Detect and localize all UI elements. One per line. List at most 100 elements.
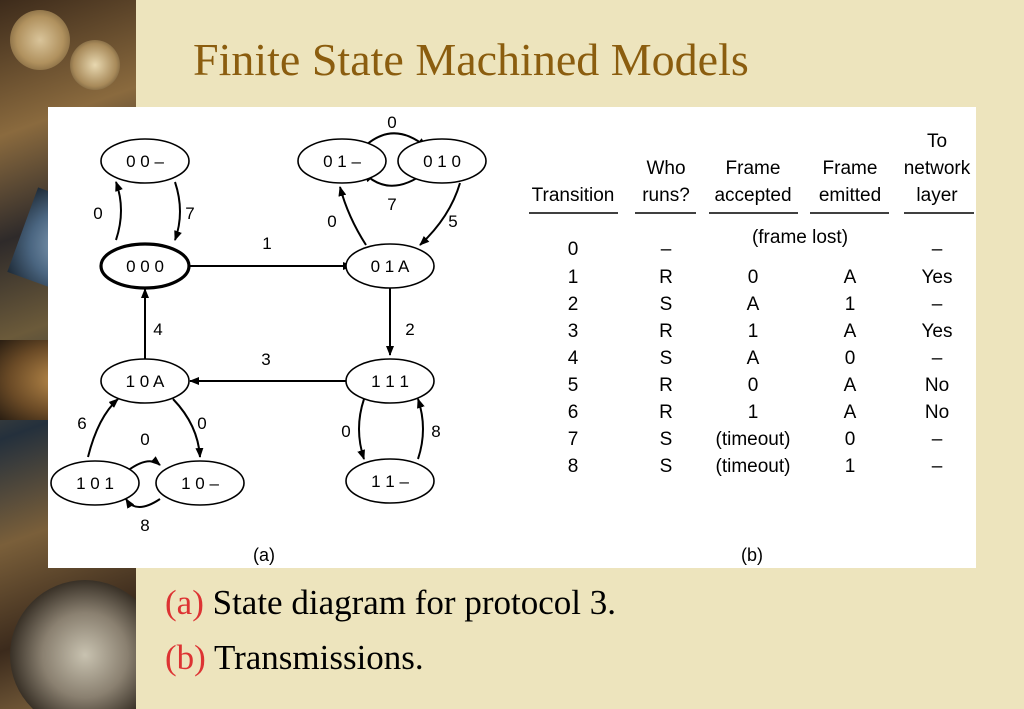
svg-text:No: No — [925, 402, 949, 423]
svg-text:Yes: Yes — [922, 321, 953, 342]
state-01d-label: 0 1 – — [323, 152, 361, 171]
caption-a: (a) State diagram for protocol 3. — [165, 583, 616, 623]
state-111: 1 1 1 — [345, 358, 435, 404]
svg-text:–: – — [661, 239, 672, 260]
svg-text:7: 7 — [568, 429, 579, 450]
svg-text:0: 0 — [568, 239, 579, 260]
svg-text:A: A — [844, 402, 857, 423]
figure-panel: 0 0 – 0 0 0 0 1 – 0 1 0 0 1 A 1 1 1 — [48, 107, 976, 568]
edge-label: 8 — [140, 516, 149, 535]
state-01A: 0 1 A — [345, 243, 435, 289]
svg-text:1: 1 — [845, 294, 856, 315]
edge-101-to-10A — [87, 398, 119, 458]
header-emitted: emitted — [819, 185, 881, 206]
svg-text:–: – — [932, 429, 943, 450]
state-010-label: 0 1 0 — [423, 152, 461, 171]
svg-text:A: A — [844, 321, 857, 342]
edge-label: 0 — [327, 212, 336, 231]
figure-svg: 0 0 – 0 0 0 0 1 – 0 1 0 0 1 A 1 1 1 — [50, 113, 974, 565]
table-row: 6 R 1 A No — [568, 402, 949, 423]
edge-00d-to-000 — [174, 181, 182, 241]
state-00d: 0 0 – — [100, 138, 190, 184]
caption-a-label: (a) — [165, 583, 204, 622]
svg-text:–: – — [932, 456, 943, 477]
edge-000-to-00d — [115, 181, 123, 241]
state-01A-label: 0 1 A — [371, 257, 410, 276]
slide-title: Finite State Machined Models — [193, 34, 749, 85]
edge-10A-to-10d — [172, 398, 204, 458]
svg-text:1: 1 — [748, 402, 759, 423]
state-000: 0 0 0 — [99, 242, 191, 290]
edge-111-to-11d — [357, 398, 365, 460]
table-row: 5 R 0 A No — [568, 375, 949, 396]
state-10d: 1 0 – — [155, 460, 245, 506]
svg-text:0: 0 — [845, 429, 856, 450]
state-10d-label: 1 0 – — [181, 474, 219, 493]
svg-text:–: – — [932, 348, 943, 369]
compass-ornament — [10, 580, 136, 709]
edge-label: 0 — [93, 204, 102, 223]
table-header: Transition Who runs? Frame accepted Fram… — [532, 131, 971, 206]
svg-text:–: – — [932, 294, 943, 315]
state-00d-label: 0 0 – — [126, 152, 164, 171]
state-101-label: 1 0 1 — [76, 474, 114, 493]
edge-label: 0 — [387, 113, 396, 132]
edge-label: 7 — [185, 204, 194, 223]
state-111-label: 1 1 1 — [371, 372, 409, 391]
edge-11d-to-111 — [417, 398, 425, 460]
svg-text:2: 2 — [568, 294, 579, 315]
table-row: 0 – (frame lost) – — [568, 227, 943, 260]
svg-text:A: A — [747, 294, 760, 315]
diagram-edges — [87, 132, 461, 509]
header-frame: Frame — [726, 158, 781, 179]
svg-text:0: 0 — [748, 375, 759, 396]
edge-label: 4 — [153, 320, 162, 339]
svg-text:No: No — [925, 375, 949, 396]
svg-text:A: A — [844, 375, 857, 396]
caption-b: (b) Transmissions. — [165, 638, 424, 678]
edge-10d-to-101 — [125, 498, 161, 509]
table-row: 4 S A 0 – — [568, 348, 943, 369]
svg-text:S: S — [660, 294, 673, 315]
svg-text:1: 1 — [568, 267, 579, 288]
svg-text:1: 1 — [845, 456, 856, 477]
caption-a-text: State diagram for protocol 3. — [212, 583, 616, 622]
svg-text:R: R — [659, 267, 673, 288]
transmissions-table: Transition Who runs? Frame accepted Fram… — [529, 131, 974, 477]
diagram-states: 0 0 – 0 0 0 0 1 – 0 1 0 0 1 A 1 1 1 — [50, 138, 487, 506]
svg-text:S: S — [660, 429, 673, 450]
svg-text:A: A — [844, 267, 857, 288]
header-frame: Frame — [823, 158, 878, 179]
svg-text:(timeout): (timeout) — [716, 456, 791, 477]
svg-text:0: 0 — [748, 267, 759, 288]
svg-text:S: S — [660, 456, 673, 477]
state-11d: 1 1 – — [345, 458, 435, 504]
svg-text:A: A — [747, 348, 760, 369]
state-101: 1 0 1 — [50, 460, 140, 506]
svg-text:6: 6 — [568, 402, 579, 423]
svg-text:8: 8 — [568, 456, 579, 477]
state-11d-label: 1 1 – — [371, 472, 409, 491]
svg-text:(timeout): (timeout) — [716, 429, 791, 450]
state-01d: 0 1 – — [297, 138, 387, 184]
table-row: 1 R 0 A Yes — [568, 267, 953, 288]
diagram-label: (a) — [253, 545, 275, 565]
header-network: network — [904, 158, 971, 179]
svg-text:R: R — [659, 375, 673, 396]
button-ornament — [70, 40, 120, 90]
edge-label: 6 — [77, 414, 86, 433]
svg-text:1: 1 — [748, 321, 759, 342]
edge-label: 3 — [261, 350, 270, 369]
state-10A: 1 0 A — [100, 358, 190, 404]
header-layer: layer — [916, 185, 958, 206]
svg-text:R: R — [659, 402, 673, 423]
svg-text:R: R — [659, 321, 673, 342]
button-ornament — [10, 10, 70, 70]
svg-text:0: 0 — [845, 348, 856, 369]
state-10A-label: 1 0 A — [126, 372, 165, 391]
edge-label: 0 — [341, 422, 350, 441]
svg-text:Yes: Yes — [922, 267, 953, 288]
svg-text:(frame lost): (frame lost) — [752, 227, 848, 248]
header-accepted: accepted — [714, 185, 791, 206]
state-000-label: 0 0 0 — [126, 257, 164, 276]
